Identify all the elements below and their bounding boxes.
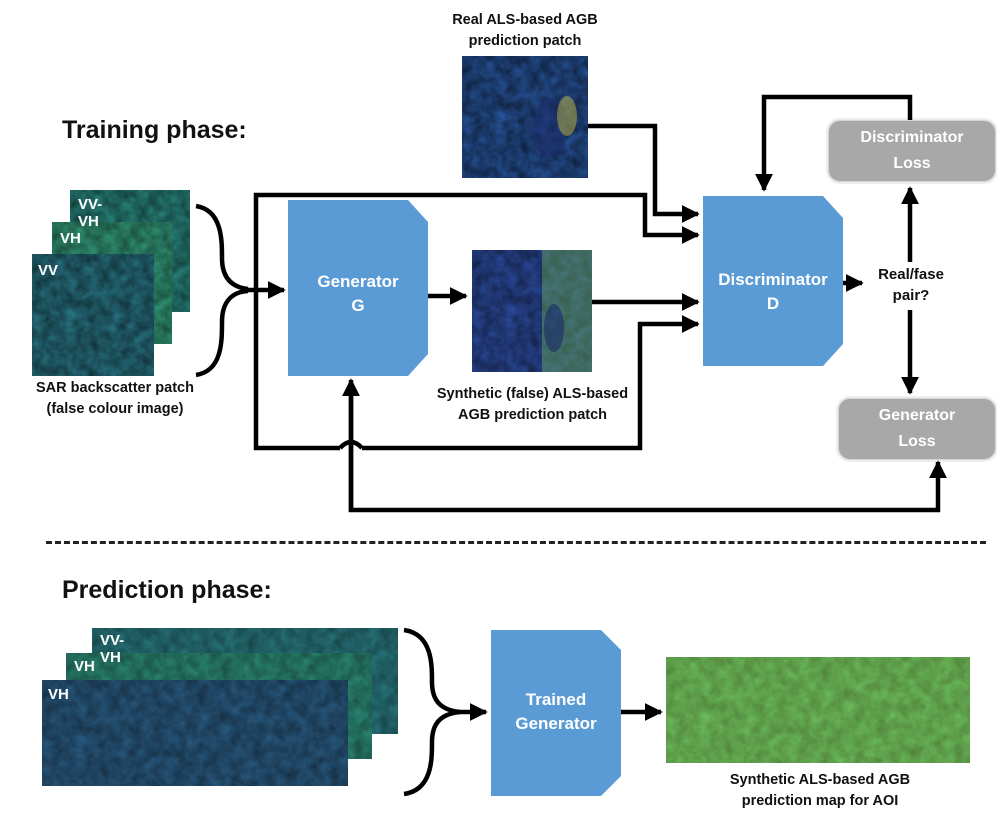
output-map-caption: Synthetic ALS-based AGB prediction map f… [680,770,960,812]
discriminator-label-line1: Discriminator [718,270,828,289]
brace-top [195,203,249,292]
trained-generator-line2: Generator [515,714,597,733]
sar-caption-line1: SAR backscatter patch [36,380,194,396]
real-agb-patch-image [462,56,588,178]
generator-box [288,200,428,376]
arrow-disc-loss-feedback [755,94,913,192]
arrow-real-to-discriminator [588,123,700,223]
sar-caption: SAR backscatter patch (false colour imag… [0,378,230,420]
training-phase-title: Training phase: [62,116,247,144]
discriminator-label-line2: D [766,294,780,313]
disc-loss-line2: Loss [893,155,931,172]
pred-label-vv-vh: VV-VH [100,632,125,666]
synthetic-caption-line1: Synthetic (false) ALS-based [436,386,629,402]
trained-generator-label: Trained Generator [491,688,621,736]
trained-generator-box [491,630,621,796]
pred-label-vh-a: VH [74,658,95,675]
real-fake-line1: Real/fase [878,266,944,283]
disc-loss-line1: Discriminator [860,129,964,146]
synthetic-patch-caption: Synthetic (false) ALS-based AGB predicti… [415,384,650,426]
output-caption-line2: prediction map for AOI [741,793,899,809]
discriminator-loss-box: Discriminator Loss [828,120,996,182]
generator-label: Generator G [288,270,428,318]
gen-loss-line2: Loss [898,433,936,450]
pred-label-vh-b: VH [48,686,69,703]
loop-bottom-left [253,290,340,451]
arrow-sar-to-discriminator [253,192,700,290]
output-caption-line1: Synthetic ALS-based AGB [729,772,911,788]
sar-label-vv: VV [38,262,59,279]
discriminator-label: Discriminator D [703,268,843,316]
real-patch-caption: Real ALS-based AGB prediction patch [425,10,625,52]
pred-brace-bottom [403,709,461,797]
sar-caption-line2: (false colour image) [46,401,184,417]
generator-loss-box: Generator Loss [838,398,996,460]
real-caption-line1: Real ALS-based AGB [452,12,598,28]
real-fake-line2: pair? [892,287,930,304]
synthetic-caption-line2: AGB prediction patch [457,407,608,423]
brace-bottom [195,288,249,378]
arrow-loop-to-discriminator [362,315,700,451]
sar-label-vv-vh: VV-VH [78,196,103,230]
output-agb-map-image [666,657,970,763]
generator-label-line2: G [351,296,365,315]
sar-label-vh: VH [60,230,81,247]
generator-label-line1: Generator [317,272,399,291]
real-fake-label: Real/fase pair? [866,264,956,306]
gen-loss-line1: Generator [878,407,956,424]
discriminator-box [703,196,843,366]
trained-generator-line1: Trained [525,690,587,709]
pred-sar-layer-vh-b [42,680,348,786]
synthetic-agb-patch-image [472,250,592,372]
sar-layer-vv [32,254,154,376]
pred-brace-top [403,627,461,715]
phase-divider [46,541,986,544]
real-caption-line2: prediction patch [468,33,582,49]
prediction-phase-title: Prediction phase: [62,576,272,604]
